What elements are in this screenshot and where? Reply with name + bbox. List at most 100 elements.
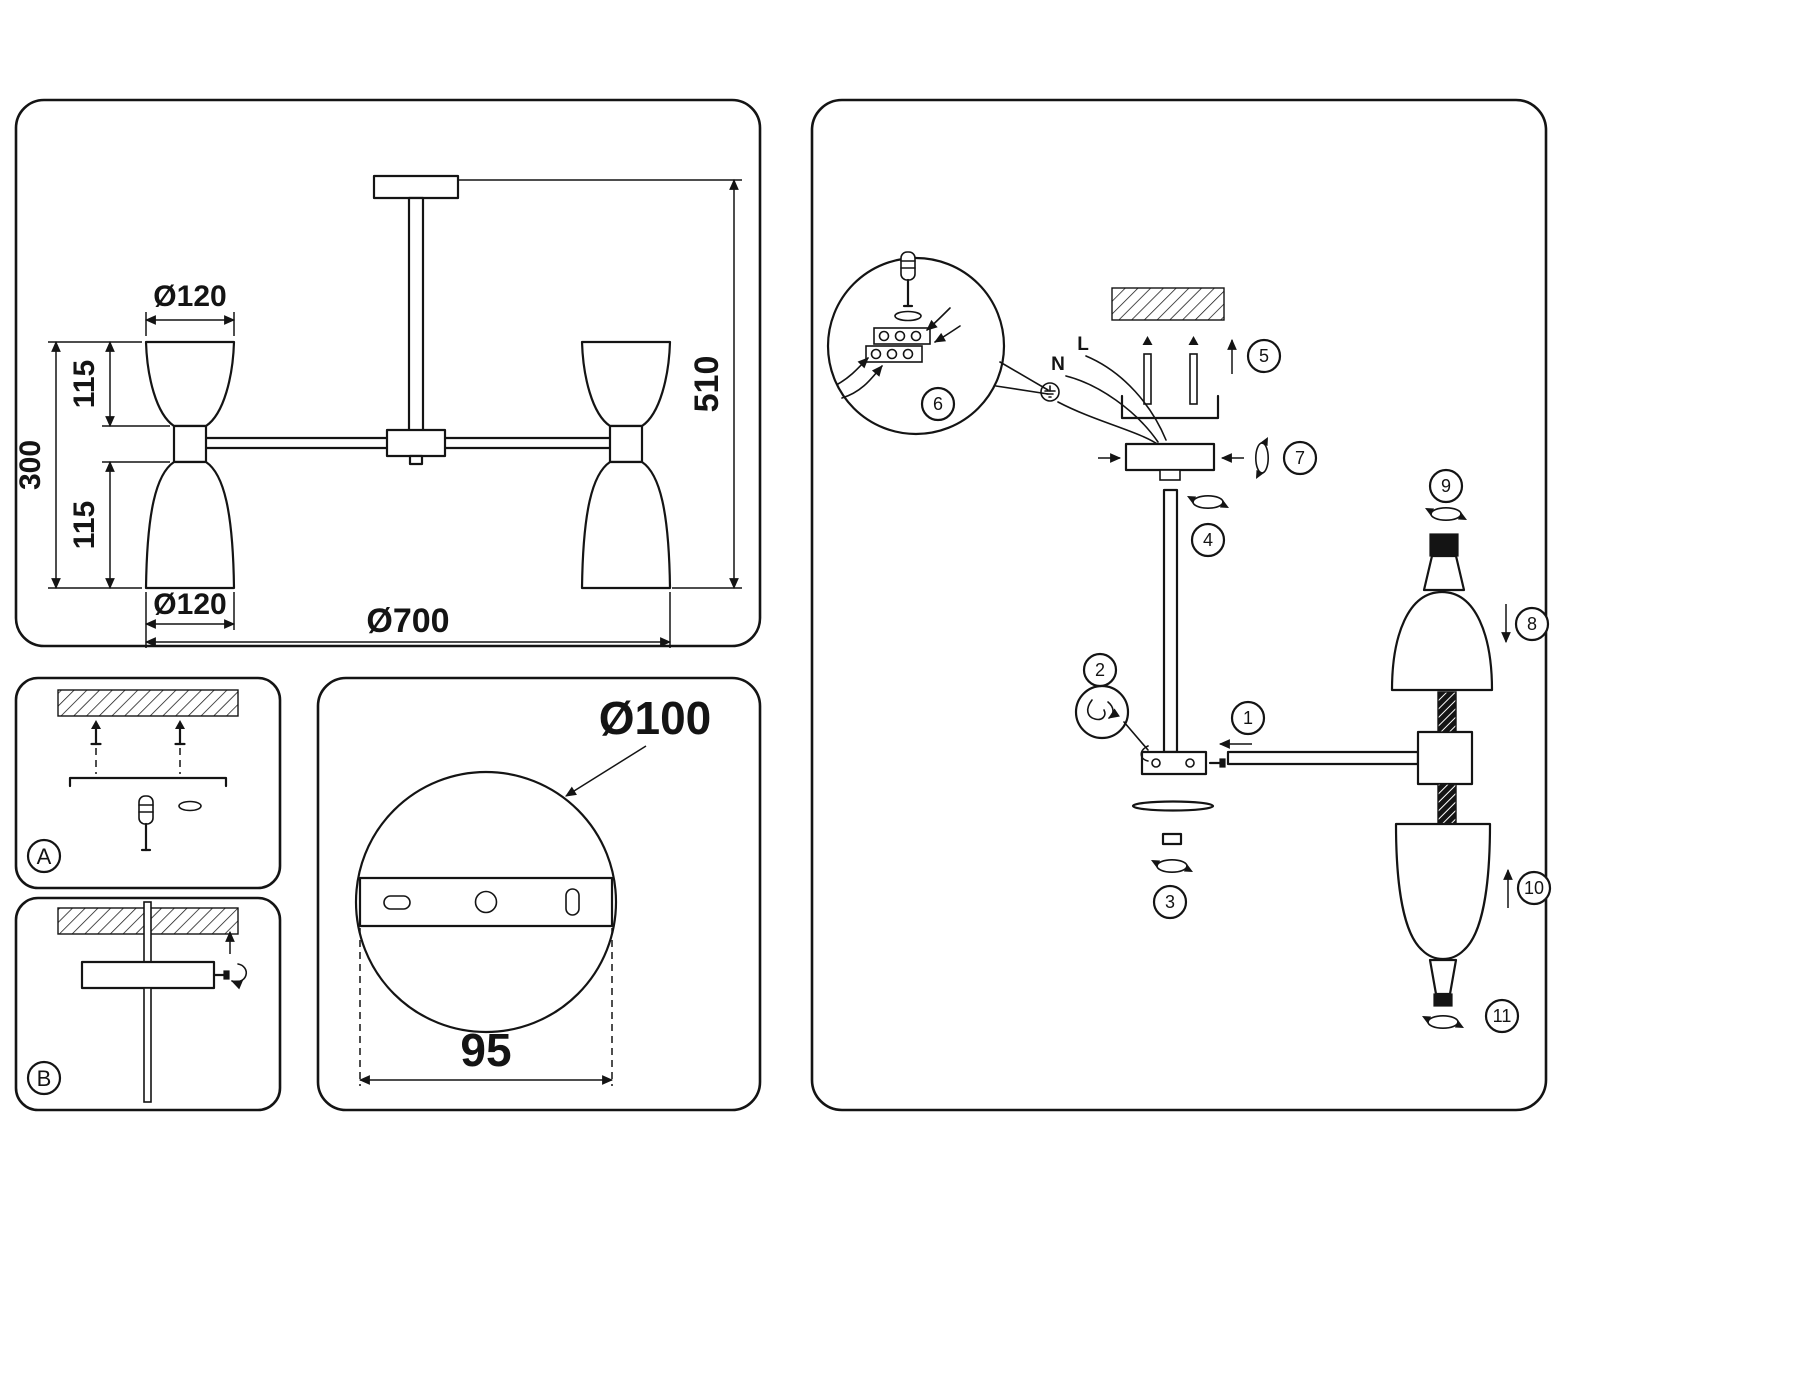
detail-leader-line	[995, 385, 1049, 395]
lamp-stem	[407, 196, 425, 434]
hooked-wire	[1140, 745, 1149, 762]
arm-hub-block	[1416, 730, 1474, 786]
finial-cap	[1161, 832, 1183, 846]
step-marker-9: 9	[1428, 468, 1464, 504]
socket-ring	[1433, 993, 1453, 1007]
step-number: 5	[1259, 346, 1269, 366]
wire	[1065, 375, 1159, 443]
diameter-leader-line	[565, 745, 647, 797]
lamp-arm	[1226, 750, 1420, 766]
panel-border	[14, 676, 282, 890]
panel-b-label: B	[26, 1060, 62, 1096]
dim-body-height: 300	[14, 440, 47, 490]
dim-bottom-shade-height: 115	[68, 501, 101, 549]
hub-plate	[1140, 750, 1208, 776]
arrow-up-icon	[1142, 336, 1153, 345]
step-marker-1: 1	[1230, 700, 1266, 736]
terminal-detail-bubble	[826, 250, 1049, 436]
hanger-rod-lower	[143, 987, 152, 1103]
detail-leader-line	[1123, 721, 1149, 751]
step-number: 8	[1527, 614, 1537, 634]
step-marker-10: 10	[1516, 870, 1552, 906]
mounting-stud	[1189, 353, 1198, 405]
mounting-panel-a: A	[14, 676, 282, 890]
wire	[1057, 401, 1161, 447]
shade-holder	[1422, 554, 1466, 592]
step-number: 7	[1295, 448, 1305, 468]
mounting-stud	[1143, 353, 1152, 405]
wire	[837, 357, 869, 385]
wire	[934, 325, 961, 343]
hub-cover-disc	[1131, 800, 1215, 812]
step-number: 11	[1493, 1006, 1512, 1026]
detail-leader-line	[999, 361, 1049, 391]
threaded-tube-upper	[1437, 691, 1457, 733]
step-marker-11: 11	[1484, 998, 1520, 1034]
hub-nub	[408, 454, 424, 466]
step-marker-6: 6	[920, 386, 956, 422]
step-marker-8: 8	[1514, 606, 1550, 642]
panel-a-letter: A	[37, 844, 52, 869]
terminal-block-row	[873, 327, 931, 345]
dim-fixture-height: 510	[688, 356, 726, 413]
mounting-plate-panel: Ø100 95	[316, 676, 762, 1112]
step-marker-5: 5	[1246, 338, 1282, 374]
step-marker-7: 7	[1282, 440, 1318, 476]
step-marker-2: 2	[1082, 652, 1118, 688]
slot-horizontal	[383, 895, 411, 910]
ceiling-plate	[372, 174, 460, 200]
panel-b-letter: B	[37, 1066, 52, 1091]
mounting-panel-b: B	[14, 896, 282, 1112]
wire	[1085, 355, 1167, 441]
step-number: 3	[1165, 892, 1175, 912]
terminal-block-row	[865, 345, 923, 363]
slot-spacing-label: 95	[460, 1024, 511, 1076]
dim-top-shade-height: 115	[68, 360, 101, 408]
ceiling-hatch	[1111, 287, 1225, 321]
dim-fixture-diameter: Ø700	[366, 602, 449, 640]
assembly-panel: L N	[810, 98, 1552, 1112]
wire	[926, 307, 951, 331]
dimension-annotations: Ø120 115 300 115 Ø120 Ø700	[14, 178, 742, 648]
panel-a-label: A	[26, 838, 62, 874]
down-rod	[1162, 488, 1179, 754]
canopy	[1124, 442, 1216, 472]
hooked-wire	[1086, 699, 1106, 721]
ground-symbol-icon	[1040, 382, 1060, 402]
canopy	[80, 960, 216, 990]
dimension-drawing-panel: Ø120 115 300 115 Ø120 Ø700	[14, 98, 762, 648]
wire-neutral-label: N	[1051, 354, 1065, 375]
crossbar-bracket	[1120, 394, 1220, 420]
dim-top-shade-diameter: Ø120	[153, 280, 226, 313]
rotate-arrow-icon	[230, 963, 248, 990]
ceiling-hatch	[57, 689, 239, 717]
lower-shade	[1394, 822, 1492, 961]
washer-icon	[178, 800, 202, 812]
step-number: 10	[1524, 878, 1544, 898]
lamp-hub	[385, 428, 447, 458]
slot-vertical	[565, 888, 580, 916]
dim-bottom-shade-diameter: Ø120	[153, 588, 226, 621]
step-marker-3: 3	[1152, 884, 1188, 920]
step-number: 2	[1095, 660, 1105, 680]
center-hole	[474, 890, 498, 914]
hanger-rod-upper	[143, 901, 152, 963]
step-number: 6	[933, 394, 943, 414]
step-number: 4	[1203, 530, 1213, 550]
washer-icon	[894, 310, 922, 322]
step-number: 1	[1243, 708, 1253, 728]
side-screw-head	[1219, 758, 1226, 768]
step-number: 9	[1441, 476, 1451, 496]
plate-diameter-label: Ø100	[599, 692, 712, 744]
lamp-front-view	[144, 174, 672, 590]
upper-shade	[1390, 590, 1494, 692]
wire-live-label: L	[1077, 334, 1089, 355]
hooked-wire	[1107, 701, 1120, 719]
socket-ring	[1429, 533, 1459, 557]
step-marker-4: 4	[1190, 522, 1226, 558]
side-screw-head	[223, 970, 230, 980]
canopy-nut	[1159, 469, 1181, 481]
threaded-tube-lower	[1437, 783, 1457, 825]
